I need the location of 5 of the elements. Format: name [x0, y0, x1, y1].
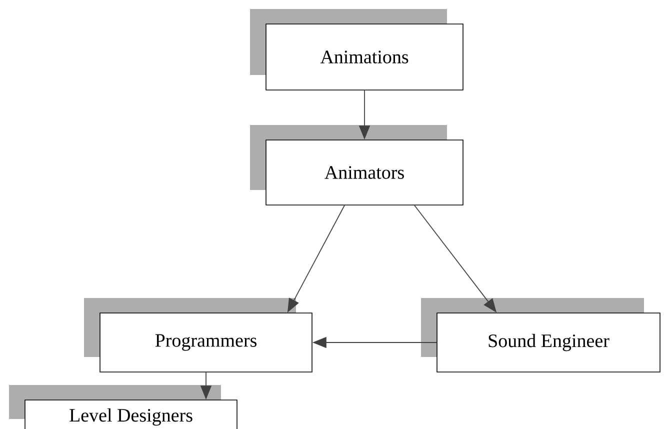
shadowed-box: Animations — [250, 9, 464, 90]
shadowed-box: Programmers — [84, 298, 312, 372]
shadowed-box: Level Designers — [9, 385, 238, 429]
shadowed-box: Animators — [250, 125, 464, 206]
shadowed-box: Sound Engineer — [421, 298, 660, 372]
